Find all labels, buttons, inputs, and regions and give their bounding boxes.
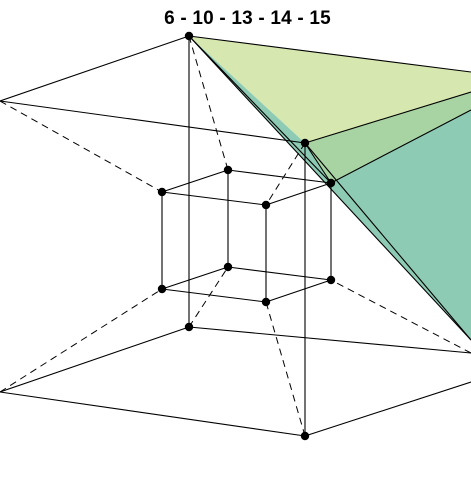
vertex (184, 31, 194, 41)
vertex (184, 322, 194, 332)
vertex (157, 284, 167, 294)
vertex (223, 262, 233, 272)
face-upper (189, 36, 471, 143)
face-middle (305, 92, 471, 183)
solid-edges (0, 35, 471, 437)
vertex (300, 138, 310, 148)
vertex (261, 297, 271, 307)
vertex (223, 165, 233, 175)
vertex (326, 275, 336, 285)
diagram-title: 6 - 10 - 13 - 14 - 15 (164, 8, 331, 29)
vertex (300, 431, 310, 441)
vertex (326, 178, 336, 188)
vertex (261, 200, 271, 210)
vertices (157, 31, 336, 441)
vertex (157, 187, 167, 197)
dashed-edges (0, 35, 471, 437)
